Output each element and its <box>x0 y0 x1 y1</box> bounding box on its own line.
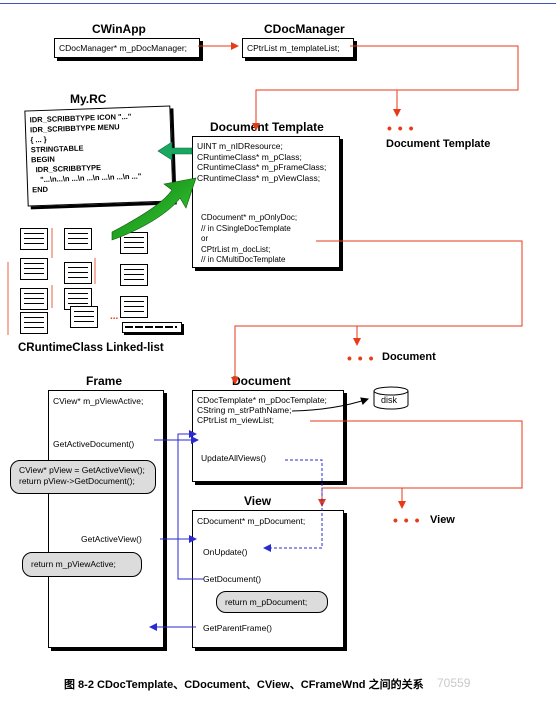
bubble-line-2: return pView->GetDocument(); <box>19 475 135 486</box>
myrc-box: IDR_SCRIBBTYPE ICON "..."IDR_SCRIBBTYPE … <box>24 105 174 207</box>
active-view-bubble: return m_pViewActive; <box>22 552 142 577</box>
doclist-line-2: or <box>201 234 209 243</box>
bubble-line-1: CView* pView = GetActiveView(); <box>19 465 145 475</box>
doclist-line-4: // in CMultiDocTemplate <box>201 255 286 264</box>
doc-member-template: CDocTemplate* m_pDocTemplate; <box>197 395 327 405</box>
cdocmanager-box: CPtrList m_templateList; <box>242 38 354 58</box>
frame-box: CView* m_pViewActive; GetActiveDocument(… <box>48 390 164 648</box>
on-update: OnUpdate() <box>203 547 248 557</box>
document-dots: • • • <box>347 350 375 366</box>
cwinapp-member: CDocManager* m_pDocManager; <box>59 43 188 53</box>
view-bubble: return m_pDocument; <box>216 591 328 613</box>
get-active-view: GetActiveView() <box>81 534 142 544</box>
get-document: GetDocument() <box>203 574 262 584</box>
runtimeclass-node <box>64 262 92 284</box>
doctemplate-title: Document Template <box>210 120 324 134</box>
view-dots: • • • <box>393 512 421 528</box>
linkedlist-ellipsis: ... <box>110 311 119 322</box>
doctemplate-line-2: CRuntimeClass* m_pFrameClass; <box>197 162 327 172</box>
doc-member-viewlist: CPtrList m_viewList; <box>197 415 274 425</box>
view-title: View <box>244 494 272 508</box>
cwinapp-box: CDocManager* m_pDocManager; <box>54 38 200 58</box>
doc-member-pathname: CString m_strPathName; <box>197 405 292 415</box>
view-box: CDocument* m_pDocument; OnUpdate() GetDo… <box>192 510 344 648</box>
doctemplate-line-1: CRuntimeClass* m_pClass; <box>197 151 302 162</box>
doctemplate-line-3: CRuntimeClass* m_pViewClass; <box>197 172 321 183</box>
runtimeclass-node <box>20 288 48 310</box>
runtimeclass-node <box>120 296 148 318</box>
get-active-document: GetActiveDocument() <box>53 439 135 449</box>
doclist-line-3: CPtrList m_docList; <box>201 244 271 254</box>
runtimeclass-node <box>20 258 48 280</box>
active-document-bubble: CView* pView = GetActiveView(); return p… <box>10 460 156 494</box>
linkedlist-label: CRuntimeClass Linked-list <box>18 342 164 354</box>
doctemplate-line-0: UINT m_nIDResource; <box>197 141 283 151</box>
myrc-content: IDR_SCRIBBTYPE ICON "..."IDR_SCRIBBTYPE … <box>30 112 142 196</box>
doctemplate-side-label: Document Template <box>386 138 491 150</box>
document-side-label: Document <box>382 351 436 363</box>
doctemplate-members: UINT m_nIDResource;CRuntimeClass* m_pCla… <box>197 141 326 183</box>
runtimeclass-node <box>20 228 48 250</box>
update-all-views: UpdateAllViews() <box>201 453 267 463</box>
view-side-label: View <box>430 514 455 526</box>
watermark: 70559 <box>437 676 471 690</box>
runtimeclass-node <box>20 312 48 334</box>
doctemplate-doclist: CDocument* m_pOnlyDoc;// in CSingleDocTe… <box>201 213 297 266</box>
doctemplate-box: UINT m_nIDResource;CRuntimeClass* m_pCla… <box>192 136 340 268</box>
document-box: CDocTemplate* m_pDocTemplate; CString m_… <box>192 390 344 482</box>
get-parent-frame: GetParentFrame() <box>203 623 272 633</box>
frame-title: Frame <box>86 374 123 388</box>
document-title: Document <box>232 374 291 388</box>
frame-member: CView* m_pViewActive; <box>53 396 144 406</box>
runtimeclass-node <box>120 264 148 286</box>
cwinapp-title: CWinApp <box>92 22 146 36</box>
cdocmanager-title: CDocManager <box>264 22 345 36</box>
doctemplate-dots: • • • <box>387 120 415 136</box>
runtimeclass-node <box>64 228 92 250</box>
disk-icon: disk <box>372 386 410 410</box>
doclist-line-1: // in CSingleDocTemplate <box>201 223 291 233</box>
doclist-line-0: CDocument* m_pOnlyDoc; <box>201 213 298 222</box>
myrc-title: My.RC <box>70 92 107 106</box>
linkedlist-tail <box>122 322 182 333</box>
disk-label: disk <box>381 395 398 405</box>
view-member: CDocument* m_pDocument; <box>197 516 306 526</box>
cdocmanager-member: CPtrList m_templateList; <box>247 43 340 53</box>
top-rule <box>0 3 556 4</box>
figure-caption: 图 8-2 CDocTemplate、CDocument、CView、CFram… <box>64 679 424 691</box>
runtimeclass-node <box>70 306 98 328</box>
runtimeclass-node <box>120 232 148 254</box>
